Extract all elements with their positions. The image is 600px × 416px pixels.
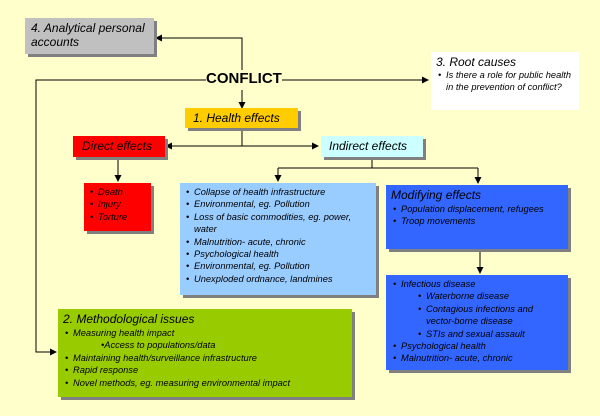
modifying-effects-title: Modifying effects xyxy=(391,188,482,202)
list-item: Unexploded ordnance, landmines xyxy=(186,273,372,286)
list-item: •Access to populations/data xyxy=(101,340,216,351)
infectious-disease-box: Infectious disease Waterborne disease Co… xyxy=(386,275,568,370)
list-item: Maintaining health/surveillance infrastr… xyxy=(65,352,347,365)
arrow-conflict-to-methodological xyxy=(35,79,206,356)
list-item: Environmental, eg. Pollution xyxy=(186,260,372,273)
health-effects-title: 1. Health effects xyxy=(193,111,280,125)
list-item: Malnutrition- acute, chronic xyxy=(393,352,563,365)
direct-effects-box: Direct effects xyxy=(73,136,165,157)
root-causes-box: 3. Root causes Is there a role for publi… xyxy=(431,52,579,110)
list-item: Environmental, eg. Pollution xyxy=(186,198,372,211)
list-item: Death xyxy=(90,186,147,199)
root-causes-list: Is there a role for public health in the… xyxy=(436,69,574,94)
list-item: Psychological health xyxy=(186,248,372,261)
methodological-list: Measuring health impact •Access to popul… xyxy=(63,327,347,389)
infectious-sublist: Waterborne disease Contagious infections… xyxy=(391,290,563,340)
analytical-accounts-title: 4. Analytical personal accounts xyxy=(31,21,145,49)
indirect-list-box: Collapse of health infrastructure Enviro… xyxy=(180,183,376,295)
health-effects-box: 1. Health effects xyxy=(185,108,298,128)
infectious-list-after: Psychological health Malnutrition- acute… xyxy=(391,340,563,365)
analytical-accounts-box: 4. Analytical personal accounts xyxy=(25,18,154,54)
list-item: STIs and sexual assault xyxy=(418,328,563,341)
list-item: Waterborne disease xyxy=(418,290,563,303)
list-item: Measuring health impact xyxy=(65,327,347,340)
conflict-label: CONFLICT xyxy=(206,70,282,87)
list-item: Psychological health xyxy=(393,340,563,353)
indirect-effects-title: Indirect effects xyxy=(329,139,408,153)
arrow-conflict-to-analytical xyxy=(155,34,243,70)
list-item: Troop movements xyxy=(393,215,563,228)
root-causes-title: 3. Root causes xyxy=(436,55,517,69)
list-item: Novel methods, eg. measuring environment… xyxy=(65,377,347,390)
list-item: Infectious disease xyxy=(393,278,563,291)
list-item: Torture xyxy=(90,211,147,224)
methodological-issues-box: 2. Methodological issues Measuring healt… xyxy=(58,309,352,397)
direct-list-box: Death Injury Torture xyxy=(84,183,151,231)
modifying-list: Population displacement, refugees Troop … xyxy=(391,203,563,228)
infectious-list: Infectious disease xyxy=(391,278,563,291)
list-item: Malnutrition- acute, chronic xyxy=(186,236,372,249)
list-item: Collapse of health infrastructure xyxy=(186,186,372,199)
list-item: Rapid response xyxy=(65,364,347,377)
list-item: Is there a role for public health in the… xyxy=(438,69,574,94)
list-item: Injury xyxy=(90,198,147,211)
direct-effects-title: Direct effects xyxy=(82,139,153,153)
direct-list: Death Injury Torture xyxy=(88,186,147,224)
methodological-issues-title: 2. Methodological issues xyxy=(63,312,195,326)
list-item: Contagious infections and vector-borne d… xyxy=(418,303,563,328)
list-item: Population displacement, refugees xyxy=(393,203,563,216)
indirect-list: Collapse of health infrastructure Enviro… xyxy=(184,186,372,286)
modifying-effects-box: Modifying effects Population displacemen… xyxy=(386,185,568,249)
indirect-effects-box: Indirect effects xyxy=(321,136,423,157)
list-item: Loss of basic commodities, eg. power, wa… xyxy=(186,211,372,236)
